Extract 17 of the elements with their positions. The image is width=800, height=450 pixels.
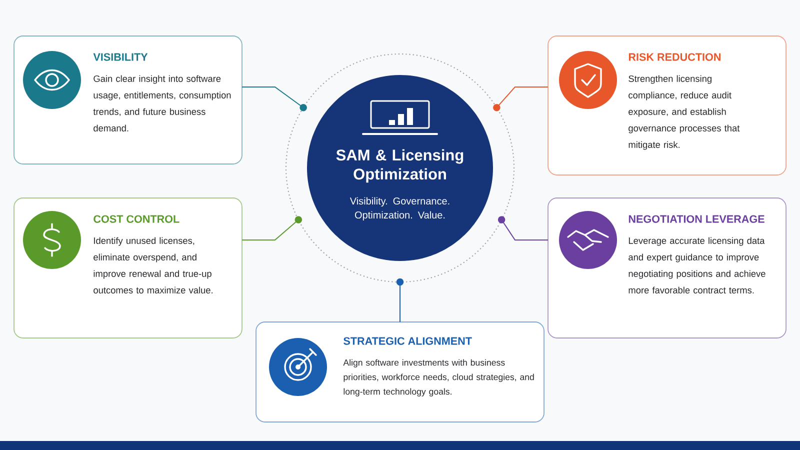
description: Gain clear insight into software usage, entitlements, consumption trends, and future business demand. <box>93 75 231 132</box>
connector <box>493 86 548 112</box>
heading: VISIBILITY <box>93 53 148 61</box>
connector <box>396 278 404 322</box>
heading: RISK REDUCTION <box>628 53 720 61</box>
description: Identify unused licenses, eliminate overspend, and improve renewal and true-up outcomes to maximize value. <box>94 237 212 294</box>
heading: STRATEGIC ALIGNMENT <box>344 337 472 345</box>
heading: NEGOTIATION LEVERAGE <box>628 215 764 223</box>
tagline: Visibility. Governance. Optimization. Value. <box>350 197 450 221</box>
connector <box>242 86 307 112</box>
heading: COST CONTROL <box>94 215 180 223</box>
description: Leverage accurate licensing data and expert guidance to improve negotiating positions and achieve more favorable contract terms. <box>628 237 766 294</box>
title: SAM & Licensing Optimization <box>336 149 464 183</box>
description: Align software investments with business priorities, workforce needs, cloud strategies, and long-term technology goals. <box>343 359 534 396</box>
connector <box>498 216 548 240</box>
connector <box>242 216 302 240</box>
description: Strengthen licensing compliance, reduce audit exposure, and establish governance processes that mitigate risk. <box>628 75 740 150</box>
